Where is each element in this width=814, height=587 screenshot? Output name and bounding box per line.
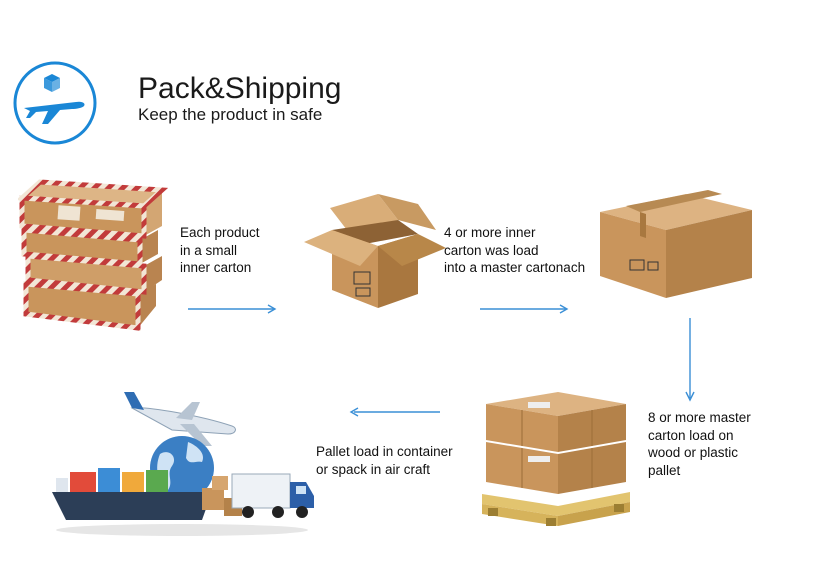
open-carton-icon	[304, 194, 446, 308]
airplane-icon	[124, 392, 236, 446]
step-1-caption: Each product in a small inner carton	[180, 225, 260, 275]
page-subtitle: Keep the product in safe	[138, 105, 323, 124]
truck-icon	[231, 473, 314, 518]
step-2-caption: 4 or more inner carton was load into a m…	[444, 225, 586, 275]
pallet-cartons-icon	[482, 392, 630, 526]
arrow-down-icon	[685, 318, 695, 402]
cargo-ship-icon	[52, 468, 212, 520]
page-title: Pack&Shipping	[138, 72, 342, 105]
ship-plane-truck-globe-icon	[52, 392, 314, 536]
stacked-mail-cartons-icon	[18, 179, 168, 331]
step-3-caption: 8 or more master carton load on wood or …	[648, 410, 751, 478]
arrow-left-icon	[349, 407, 440, 417]
arrow-right-icon	[480, 304, 569, 314]
step-4-caption: Pallet load in container or spack in air…	[316, 444, 453, 477]
sealed-master-carton-icon	[600, 190, 752, 298]
arrow-right-icon	[188, 304, 277, 314]
box-airplane-icon	[13, 61, 97, 145]
